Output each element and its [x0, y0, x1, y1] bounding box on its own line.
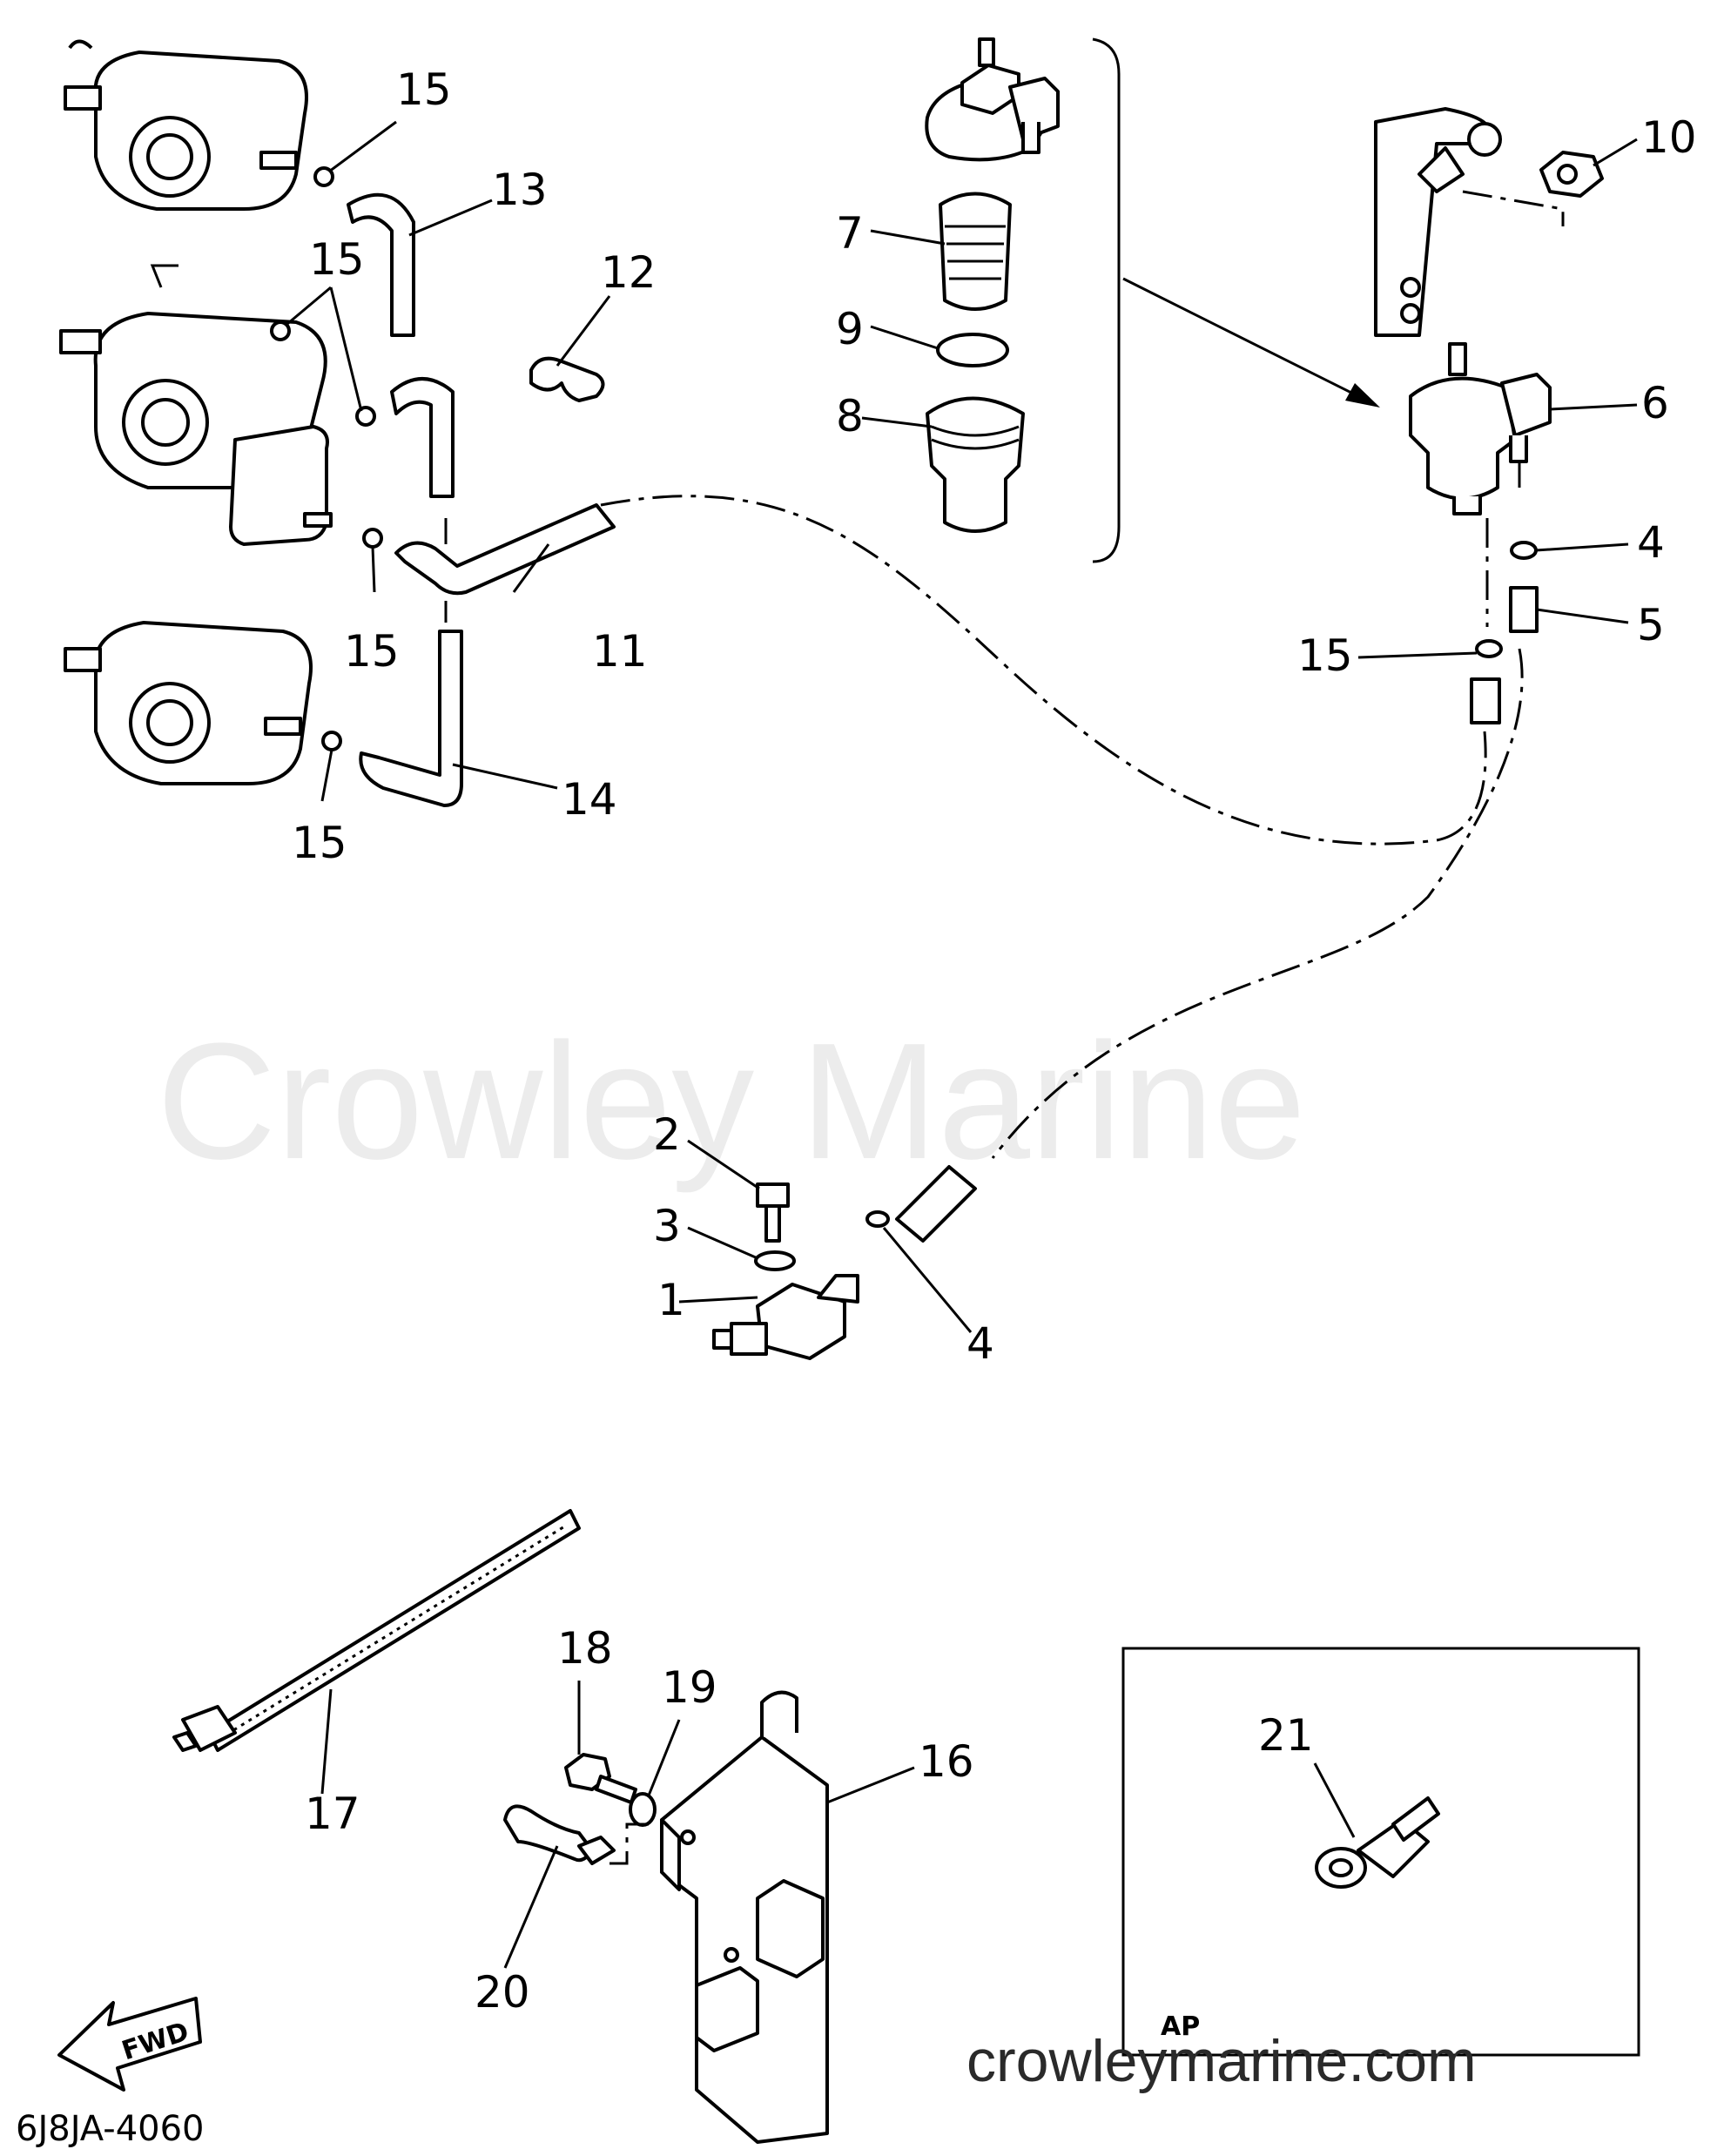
clip-15-right [1475, 639, 1503, 658]
callout-6: 6 [1641, 378, 1669, 428]
callout-9: 9 [836, 304, 864, 354]
callout-1: 1 [657, 1275, 685, 1325]
nut-10 [1539, 151, 1604, 198]
washer-3 [754, 1250, 796, 1271]
filter-cap [925, 37, 1060, 162]
bracket-16 [660, 1690, 829, 2144]
carburetor-middle [59, 264, 333, 546]
joint-5 [1509, 586, 1539, 633]
callout-2: 2 [653, 1109, 681, 1160]
washer-19 [629, 1792, 657, 1827]
joint-lower [1470, 677, 1501, 724]
inset-tag: AP [1161, 2011, 1200, 2042]
callout-15-low: 15 [344, 626, 400, 677]
fuel-filter-6 [1409, 342, 1552, 515]
carburetor-top [64, 39, 308, 211]
hose-11 [394, 503, 616, 596]
joint-hose-lower [895, 1165, 977, 1243]
leader-lines [286, 120, 1638, 1969]
fwd-arrow: FWD [57, 1997, 202, 2092]
callout-14: 14 [562, 774, 617, 825]
callout-7: 7 [836, 208, 864, 259]
callout-13: 13 [492, 165, 548, 215]
fitting-21 [1315, 1796, 1440, 1889]
screw-2 [756, 1182, 790, 1243]
callout-15-top: 15 [396, 64, 452, 115]
site-url: crowleymarine.com [966, 2028, 1477, 2094]
inset-box [1121, 1647, 1640, 2057]
callout-21: 21 [1258, 1710, 1314, 1761]
callout-15-mid: 15 [309, 234, 365, 285]
assembly-arrow [1122, 277, 1377, 407]
carburetor-bottom [64, 621, 313, 785]
fuel-connector-1 [712, 1274, 859, 1360]
callout-8: 8 [836, 391, 864, 441]
bolt-18 [564, 1753, 637, 1804]
callout-12: 12 [601, 247, 657, 298]
callout-20: 20 [475, 1967, 530, 2018]
cable-tie-17 [172, 1509, 581, 1752]
callout-18: 18 [557, 1623, 613, 1674]
hose-upper-segment [390, 377, 455, 498]
hose-13 [347, 192, 415, 337]
o-ring-9 [936, 333, 1009, 367]
callout-15-bottom: 15 [292, 818, 347, 868]
watermark-text: Crowley Marine [157, 1009, 1306, 1194]
callout-numbers: 15 13 15 12 15 11 14 15 7 9 8 10 6 4 5 1… [292, 64, 1697, 2018]
clip-20 [503, 1804, 594, 1863]
callout-19: 19 [662, 1662, 717, 1713]
callout-11: 11 [592, 626, 648, 677]
clip-4-top [1510, 541, 1538, 560]
diagram-code: 6J8JA-4060 [16, 2109, 205, 2149]
callout-10: 10 [1641, 112, 1697, 163]
fuel-line-dashed [600, 495, 1487, 846]
callout-16: 16 [919, 1736, 974, 1787]
filter-bracket [1374, 107, 1502, 337]
callout-4-bottom: 4 [966, 1318, 994, 1369]
clip-12 [529, 356, 605, 402]
callout-5: 5 [1637, 600, 1665, 650]
filter-element-7 [939, 192, 1012, 311]
filter-cup-8 [926, 396, 1025, 533]
exploded-bracket [1092, 37, 1121, 563]
callout-3: 3 [653, 1201, 681, 1251]
callout-17: 17 [305, 1789, 360, 1839]
callout-15-right: 15 [1297, 630, 1353, 681]
clip-4-bottom [865, 1210, 890, 1228]
hose-14 [359, 630, 463, 807]
callout-4-top: 4 [1637, 517, 1665, 568]
hose-clip-group [270, 166, 383, 751]
